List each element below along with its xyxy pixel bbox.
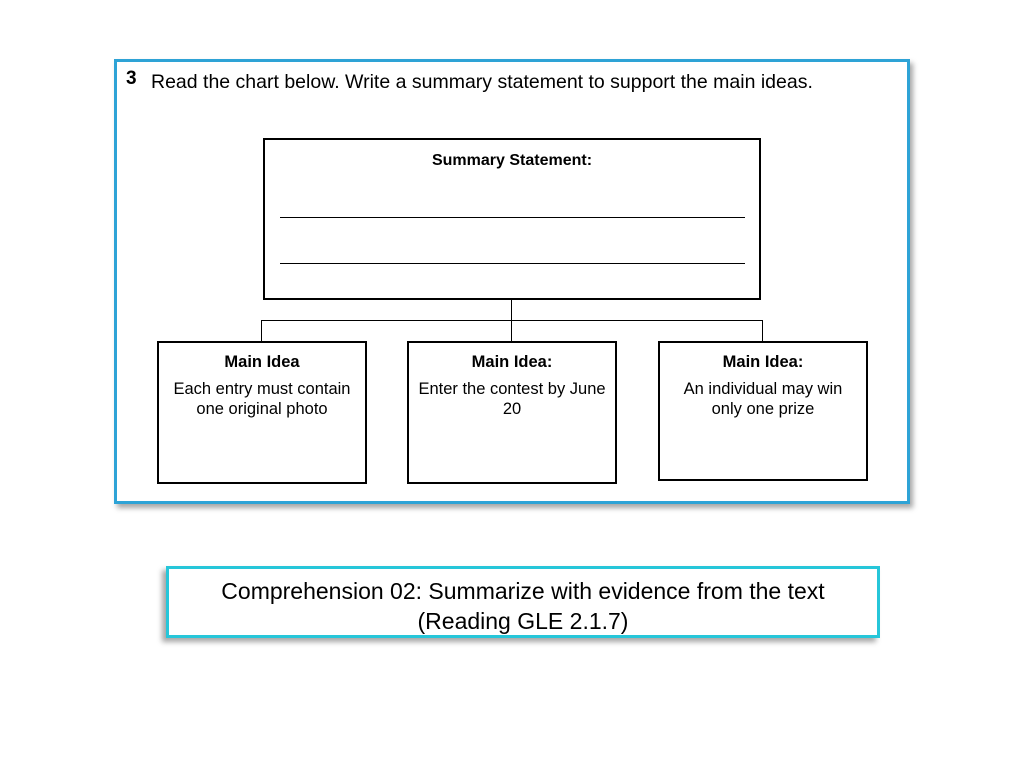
question-prompt: Read the chart below. Write a summary st… (151, 71, 813, 93)
main-idea-text: An individual may win only one prize (683, 379, 843, 419)
connector-middle (511, 320, 512, 342)
standard-caption-line-1: Comprehension 02: Summarize with evidenc… (221, 578, 825, 604)
connector-left (261, 320, 262, 342)
connector-horizontal (261, 320, 763, 321)
answer-line-1[interactable] (280, 217, 745, 218)
connector-right (762, 320, 763, 342)
question-number: 3 (126, 68, 137, 89)
summary-statement-title: Summary Statement: (431, 152, 593, 169)
main-idea-title: Main Idea: (471, 353, 553, 371)
main-idea-box-2: Main Idea: Enter the contest by June 20 (407, 341, 617, 484)
main-idea-title: Main Idea (224, 353, 300, 371)
standard-caption-box: Comprehension 02: Summarize with evidenc… (166, 566, 880, 638)
connector-stem (511, 298, 512, 320)
standard-caption-line-2: (Reading GLE 2.1.7) (417, 608, 629, 634)
main-idea-title: Main Idea: (722, 353, 804, 371)
main-idea-text: Enter the contest by June 20 (418, 379, 606, 419)
main-idea-box-3: Main Idea: An individual may win only on… (658, 341, 868, 481)
summary-statement-box[interactable]: Summary Statement: (263, 138, 761, 300)
main-idea-box-1: Main Idea Each entry must contain one or… (157, 341, 367, 484)
answer-line-2[interactable] (280, 263, 745, 264)
main-idea-text: Each entry must contain one original pho… (173, 379, 351, 419)
